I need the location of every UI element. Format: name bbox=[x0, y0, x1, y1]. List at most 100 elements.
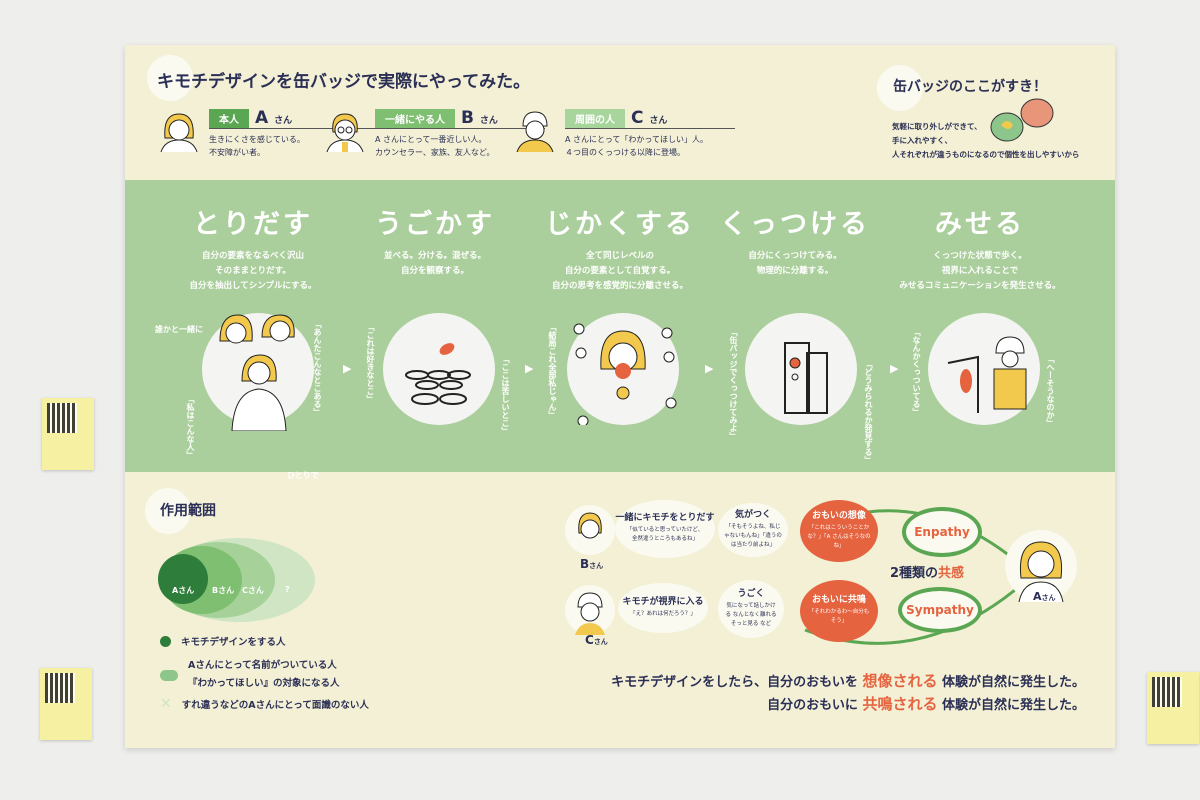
step-desc: 自分の要素として自覚する。 bbox=[564, 266, 676, 276]
conclusion-text: 体験が自然に発生した。 bbox=[937, 675, 1085, 690]
orange-text: 「それわかるわ〜自分もそう」 bbox=[808, 609, 870, 624]
scope-title: 作用範囲 bbox=[160, 503, 216, 519]
bubble-title: キモチが視界に入る bbox=[622, 596, 704, 607]
bubble-text: 「そもそうよね、私じゃないもんね」「違うのは当たり前よね」 bbox=[724, 523, 782, 548]
step-title: とりだす bbox=[193, 209, 313, 240]
scope-label: ? bbox=[285, 585, 290, 594]
step-desc: 自分の思考を感覚的に分離させる。 bbox=[551, 281, 688, 291]
person-desc: 不安障がい者。 bbox=[209, 148, 265, 157]
arrow-icon: ▶ bbox=[890, 362, 899, 375]
likes-line: 手に入れやすく、 bbox=[892, 136, 952, 145]
step-desc: 自分を観察する。 bbox=[400, 266, 469, 276]
conclusion-line-1: キモチデザインをしたら、自分のおもいを 想像される 体験が自然に発生した。 bbox=[611, 670, 1085, 691]
person-b-avatar-icon bbox=[578, 512, 602, 539]
honorific: さん bbox=[274, 116, 293, 126]
qr-note bbox=[42, 398, 94, 470]
quote: 「私はこんな人」 bbox=[186, 395, 195, 459]
person-desc: ４つ目のくっつける以降に登場。 bbox=[565, 148, 685, 157]
double-dot-icon bbox=[160, 669, 178, 681]
step-title: くっつける bbox=[720, 209, 870, 240]
person-c-avatar-icon bbox=[575, 592, 605, 635]
step-desc: そのままとりだす。 bbox=[215, 266, 291, 276]
bubble-b2: 気がつく「そもそうよね、私じゃないもんね」「違うのは当たり前よね」 bbox=[718, 503, 788, 557]
title-dot bbox=[145, 488, 191, 534]
illustration-toridasu bbox=[202, 313, 314, 432]
step-desc: 全て同じレベルの bbox=[585, 251, 654, 261]
conclusion-text: 自分のおもいに bbox=[767, 698, 863, 713]
legend-item: Aさんにとって名前がついている人『わかってほしい』の対象になる人 bbox=[160, 657, 340, 693]
process-band: とりだす自分の要素をなるべく沢山そのままとりだす。自分を抽出してシンプルにする。… bbox=[125, 180, 1115, 480]
arrow-icon: ▶ bbox=[343, 362, 352, 375]
bubble-text: 「え？あれは何だろう？」 bbox=[630, 610, 696, 617]
cross-icon: ✕ bbox=[160, 696, 172, 712]
b-avatar bbox=[565, 505, 615, 555]
step-desc: 自分を抽出してシンプルにする。 bbox=[189, 281, 317, 291]
step-desc: 自分にくっつけてみる。 bbox=[748, 251, 842, 261]
conclusion-text: キモチデザインをしたら、自分のおもいを bbox=[611, 675, 863, 690]
person-name: B bbox=[461, 108, 474, 128]
step-title: みせる bbox=[935, 209, 1025, 240]
scope-label: Aさん bbox=[172, 586, 195, 595]
label-highlight: 共感 bbox=[938, 566, 965, 581]
qr-code-icon bbox=[1152, 677, 1182, 707]
bubble-title: 一緒にキモチをとりだす bbox=[615, 513, 715, 523]
sympathy-oval: Sympathy bbox=[898, 587, 982, 633]
role-badge: 本人 bbox=[209, 109, 249, 128]
likes-title: 缶バッジのここがすき！ bbox=[893, 79, 1047, 95]
bubble-c2: うごく気になって話しかける なんとなく離れる そっと見る など bbox=[718, 580, 784, 638]
illustration-miseru bbox=[928, 313, 1040, 425]
person-desc: A さんにとって「わかってほしい」人。 bbox=[565, 135, 708, 144]
orange-title: おもいに共鳴 bbox=[812, 595, 866, 605]
step-toridasu: とりだす自分の要素をなるべく沢山そのままとりだす。自分を抽出してシンプルにする。 bbox=[153, 202, 353, 294]
person-a-avatar-icon bbox=[1018, 541, 1064, 603]
title-dot bbox=[147, 55, 193, 101]
imagination-circle: おもいの想像「これはこういうことかな？」「A さんはそうなのね」 bbox=[800, 500, 878, 562]
empathy-oval: Enpathy bbox=[902, 507, 982, 557]
resonance-circle: おもいに共鳴「それわかるわ〜自分もそう」 bbox=[800, 580, 878, 642]
scope-core-a bbox=[158, 554, 208, 604]
b-label: Bさん bbox=[580, 557, 603, 571]
c-label: Cさん bbox=[585, 633, 608, 647]
a-label: Aさん bbox=[1033, 590, 1056, 603]
poster-title: キモチデザインを缶バッジで実際にやってみた。 bbox=[157, 72, 531, 92]
bubble-title: うごく bbox=[737, 588, 765, 599]
scope-diagram bbox=[158, 538, 315, 622]
scope-label: Bさん bbox=[212, 586, 235, 595]
dot-icon bbox=[160, 635, 171, 647]
quote: 「あんたこんなとこある」 bbox=[313, 320, 322, 416]
b-name: B bbox=[580, 557, 590, 571]
likes-line: 人それぞれが違うものになるので個性を出しやすいから bbox=[892, 150, 1080, 159]
likes-line: 気軽に取り外しができて、 bbox=[892, 122, 982, 131]
quote: 「ここは苦しいとこ」 bbox=[501, 355, 510, 435]
a-avatar bbox=[1005, 530, 1077, 603]
step-desc: 物理的に分離する。 bbox=[756, 266, 834, 276]
conclusion-highlight: 共鳴される bbox=[862, 695, 938, 713]
badges-icon bbox=[990, 98, 1054, 142]
legend-item: ✕すれ違うなどのAさんにとって面識のない人 bbox=[160, 696, 369, 712]
bubble-text: 気になって話しかける なんとなく離れる そっと見る など bbox=[725, 602, 777, 627]
person-a-avatar-icon bbox=[160, 113, 198, 152]
person-desc: 生きにくさを感じている。 bbox=[209, 135, 305, 144]
c-avatar bbox=[565, 585, 615, 635]
badges-arranged-icon bbox=[405, 343, 471, 405]
bubble-text: 「似ていると思っていたけど、全然違うところもあるね」 bbox=[626, 527, 704, 542]
likes-text: 気軽に取り外しができて、手に入れやすく、人それぞれが違うものになるので個性を出し… bbox=[892, 120, 1079, 162]
quote: 「どうみられるか発見する」 bbox=[864, 360, 873, 464]
step-miseru: みせるくっつけた状態で歩く。視界に入れることでみせるコミュニケーションを発生させ… bbox=[880, 202, 1080, 294]
qr-code-icon bbox=[45, 673, 75, 703]
person-c-avatar-icon bbox=[516, 111, 554, 152]
c-name: C bbox=[585, 633, 594, 647]
person-desc: カウンセラー、家族、友人など。 bbox=[375, 148, 495, 157]
step-desc: みせるコミュニケーションを発生させる。 bbox=[899, 281, 1061, 291]
quote: 「缶バッジでくっつけてみよ」 bbox=[729, 328, 738, 440]
honorific: さん bbox=[649, 116, 668, 126]
role-badge: 一緒にやる人 bbox=[375, 109, 455, 128]
honorific: さん bbox=[593, 638, 608, 646]
a-name: A bbox=[1033, 590, 1042, 603]
qr-note bbox=[40, 668, 92, 740]
legend-item: キモチデザインをする人 bbox=[160, 634, 286, 648]
people-talking-icon bbox=[219, 314, 295, 432]
